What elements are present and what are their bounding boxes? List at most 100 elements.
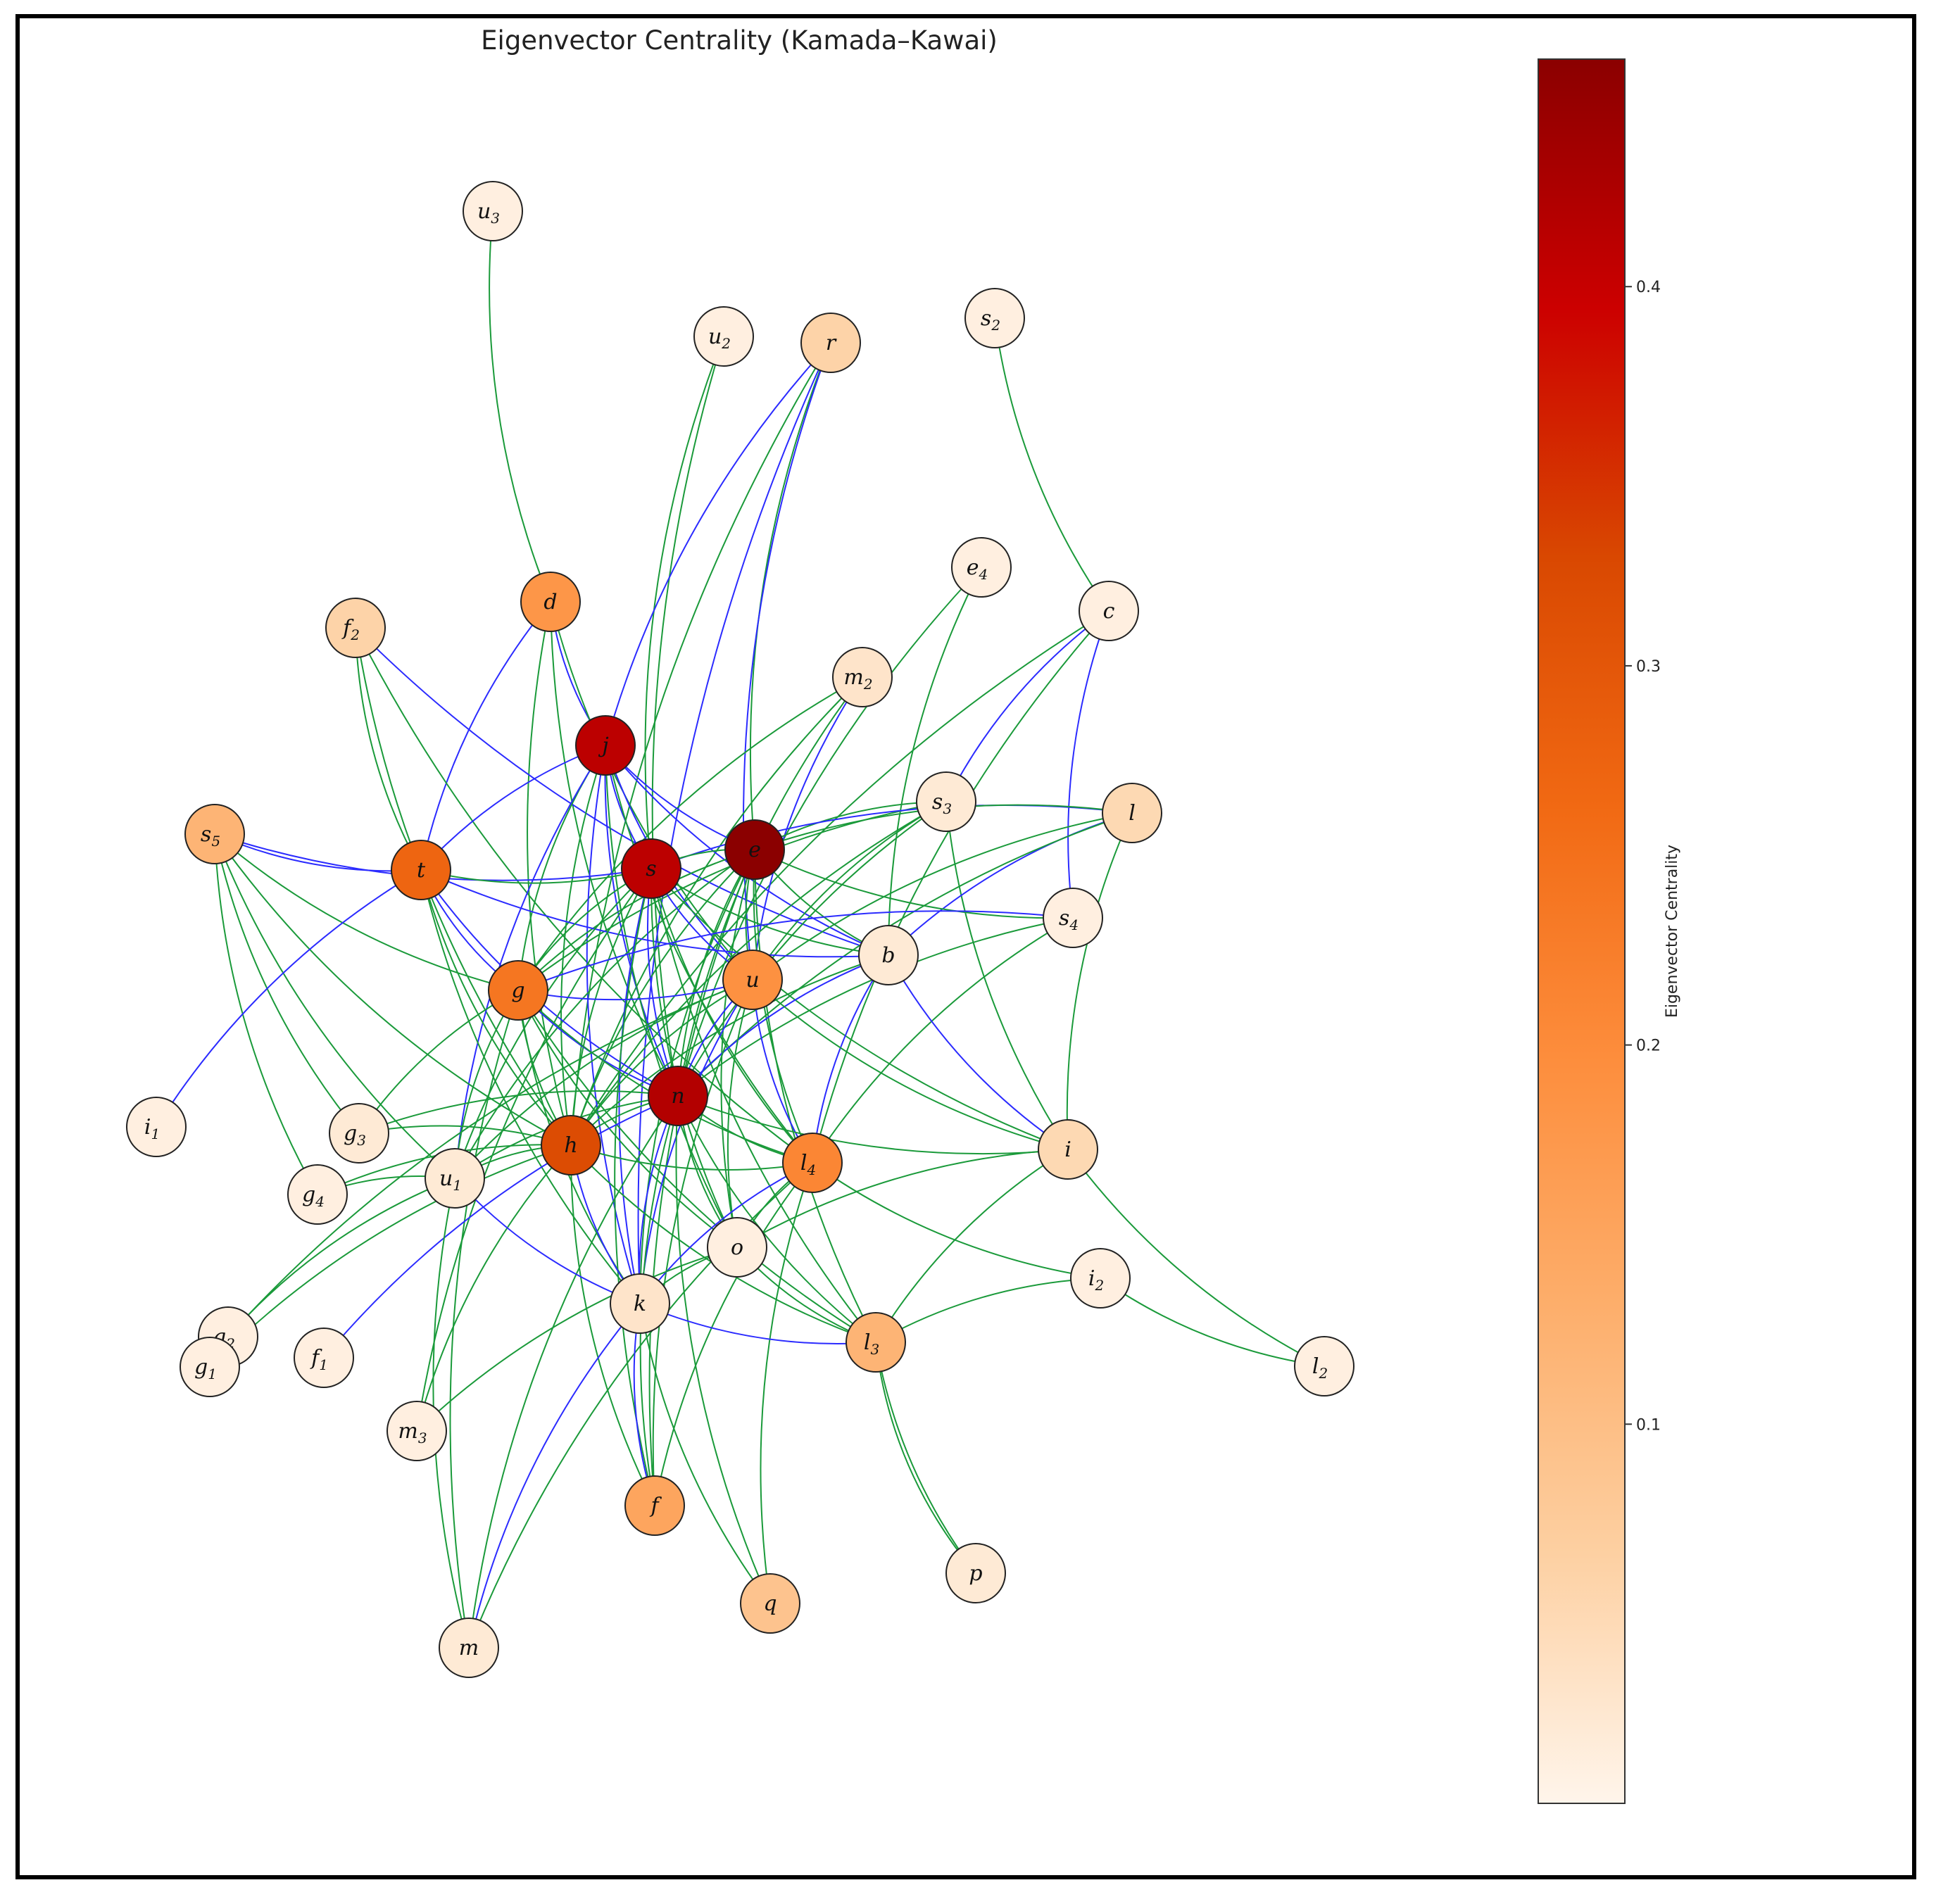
node-j: j — [575, 715, 636, 776]
edge-u2-n — [651, 336, 724, 1097]
edge-j-u1 — [454, 745, 606, 1179]
edge-r-e — [749, 342, 831, 850]
node-s2: s2 — [964, 288, 1025, 348]
node-label-l: l — [1129, 801, 1136, 826]
node-g3: g3 — [329, 1103, 389, 1164]
edge-s4-n — [677, 917, 1074, 1097]
node-circle-s — [621, 838, 681, 899]
edge-l4-q — [760, 1162, 813, 1604]
node-circle-c — [1079, 581, 1139, 641]
node-p: p — [945, 1543, 1006, 1603]
node-label-k: k — [634, 1292, 646, 1316]
edge-t-s — [420, 868, 652, 884]
node-label-s: s — [646, 857, 656, 881]
node-circle-h — [541, 1115, 601, 1175]
edges-layer — [156, 210, 1325, 1648]
node-circle-i1 — [126, 1097, 187, 1157]
node-label-r: r — [826, 331, 837, 355]
edge-b-l4 — [812, 954, 889, 1164]
edge-s-o — [650, 868, 738, 1248]
node-g1: g1 — [180, 1337, 240, 1397]
node-l2: l2 — [1294, 1336, 1354, 1397]
node-l: l — [1102, 783, 1162, 843]
colorbar-label: Eigenvector Centrality — [1664, 845, 1681, 1018]
node-circle-o — [707, 1217, 767, 1278]
edge-s4-l4 — [812, 917, 1074, 1164]
edge-l3-p — [875, 1342, 976, 1574]
node-g: g — [488, 960, 548, 1021]
node-k: k — [610, 1273, 670, 1334]
edge-m2-h — [570, 676, 863, 1146]
edge-u-h — [570, 979, 753, 1146]
edge-s5-g4 — [214, 833, 318, 1195]
edge-s-b — [650, 868, 889, 956]
edge-l4-i2 — [812, 1162, 1101, 1279]
node-circle-u2 — [693, 306, 754, 367]
edge-b-h — [570, 954, 889, 1146]
edge-e-u1 — [454, 849, 755, 1179]
colorbar-gradient — [1538, 58, 1626, 1804]
edge-e4-b — [887, 567, 982, 956]
edge-i-l3 — [875, 1149, 1069, 1343]
node-i: i — [1038, 1119, 1098, 1180]
edge-s-n — [646, 868, 679, 1097]
edge-i-l2 — [1067, 1149, 1325, 1367]
node-s: s — [621, 838, 681, 899]
node-label-q: q — [763, 1591, 777, 1616]
edge-s2-c — [994, 317, 1110, 612]
edge-n-g3 — [358, 1090, 679, 1134]
edge-m2-g — [517, 676, 863, 991]
edge-l-u — [752, 812, 1133, 981]
node-circle-l — [1102, 783, 1162, 843]
colorbar-tick-label: 0.4 — [1636, 279, 1661, 296]
node-t: t — [391, 840, 451, 900]
node-o: o — [707, 1217, 767, 1278]
edge-k-m — [468, 1303, 641, 1648]
node-l3: l3 — [846, 1312, 906, 1373]
node-c: c — [1079, 581, 1139, 641]
edge-n-m — [468, 1095, 679, 1648]
edge-h-f — [570, 1145, 655, 1506]
node-label-m: m — [459, 1636, 479, 1660]
node-u3: u3 — [463, 181, 523, 241]
node-u2: u2 — [693, 306, 754, 367]
node-circle-u — [722, 950, 783, 1010]
edge-j-o — [605, 745, 738, 1248]
node-s3: s3 — [916, 771, 976, 832]
node-circle-p — [945, 1543, 1006, 1603]
edge-n-k — [639, 1095, 679, 1304]
edge-s5-g3 — [214, 833, 360, 1134]
edge-s4-g — [517, 910, 1074, 991]
node-circle-s5 — [184, 804, 245, 864]
node-circle-e4 — [951, 537, 1012, 598]
node-u1: u1 — [425, 1148, 485, 1209]
colorbar-tick-label: 0.2 — [1636, 1038, 1661, 1055]
colorbar-tick-label: 0.3 — [1636, 658, 1661, 676]
node-circle-g4 — [287, 1164, 348, 1225]
node-l4: l4 — [782, 1133, 843, 1193]
node-circle-s2 — [964, 288, 1025, 348]
node-circle-n — [648, 1066, 708, 1126]
edge-k-l3 — [639, 1303, 876, 1345]
node-label-s2: s2 — [981, 306, 1000, 334]
edge-l4-f — [654, 1162, 813, 1506]
node-circle-i2 — [1070, 1248, 1131, 1309]
edge-e-g — [517, 849, 755, 991]
node-label-b: b — [881, 943, 895, 968]
edge-c-l4 — [812, 610, 1110, 1164]
node-circle-s3 — [916, 771, 976, 832]
edge-s-h — [570, 868, 652, 1146]
edge-j-k — [586, 745, 641, 1304]
node-i2: i2 — [1070, 1248, 1131, 1309]
node-label-n: n — [671, 1084, 684, 1109]
edge-s-k — [618, 868, 652, 1304]
edge-f2-t — [355, 627, 422, 871]
edge-t-i1 — [156, 869, 422, 1128]
edge-s3-n — [677, 801, 947, 1097]
node-circle-j — [575, 715, 636, 776]
node-circle-b — [858, 925, 919, 985]
edge-f2-h — [355, 627, 572, 1146]
node-circle-q — [740, 1573, 800, 1634]
colorbar: 0.10.20.30.4 Eigenvector Centrality — [1538, 58, 1681, 1804]
